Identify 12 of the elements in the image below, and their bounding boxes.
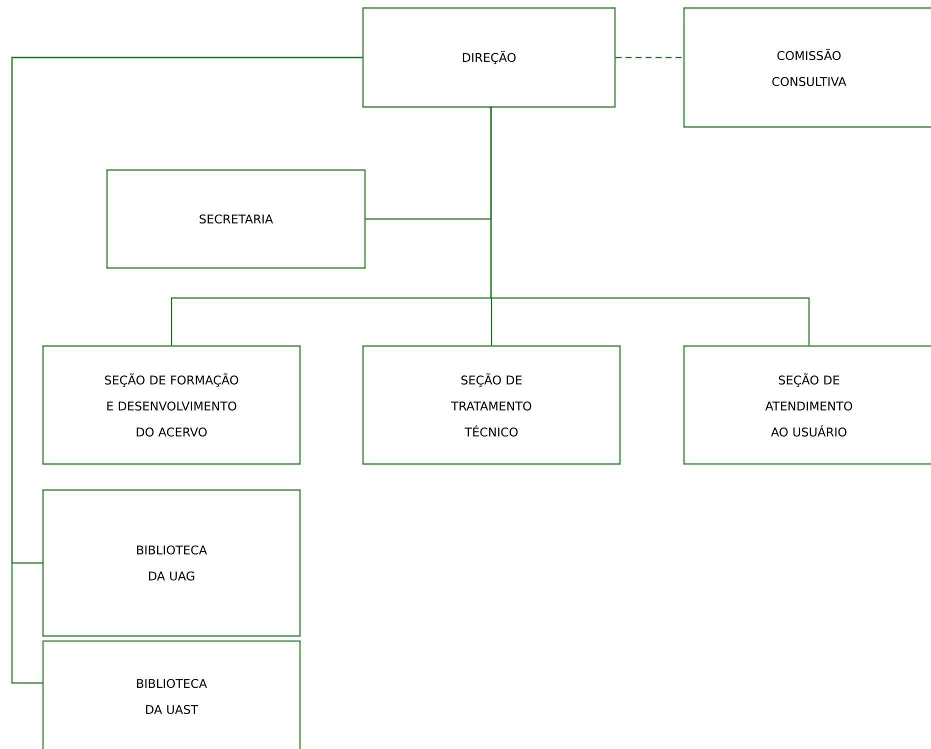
org-box: SECRETARIA: [106, 169, 366, 269]
org-box: SEÇÃO DE TRATAMENTO TÉCNICO: [362, 345, 621, 465]
org-box: COMISSÃO CONSULTIVA: [683, 7, 931, 128]
org-box: BIBLIOTECA DA UAST: [42, 640, 301, 749]
connector-line: [366, 106, 492, 220]
connector-line: [616, 56, 684, 58]
org-box: SEÇÃO DE ATENDIMENTO AO USUÁRIO: [683, 345, 931, 465]
org-box: SEÇÃO DE FORMAÇÃO E DESENVOLVIMENTO DO ACERVO: [42, 345, 301, 465]
org-box: BIBLIOTECA DA UAG: [42, 489, 301, 637]
connector-line: [11, 56, 362, 684]
org-box: DIREÇÃO: [362, 7, 616, 108]
connector-line: [490, 107, 810, 346]
